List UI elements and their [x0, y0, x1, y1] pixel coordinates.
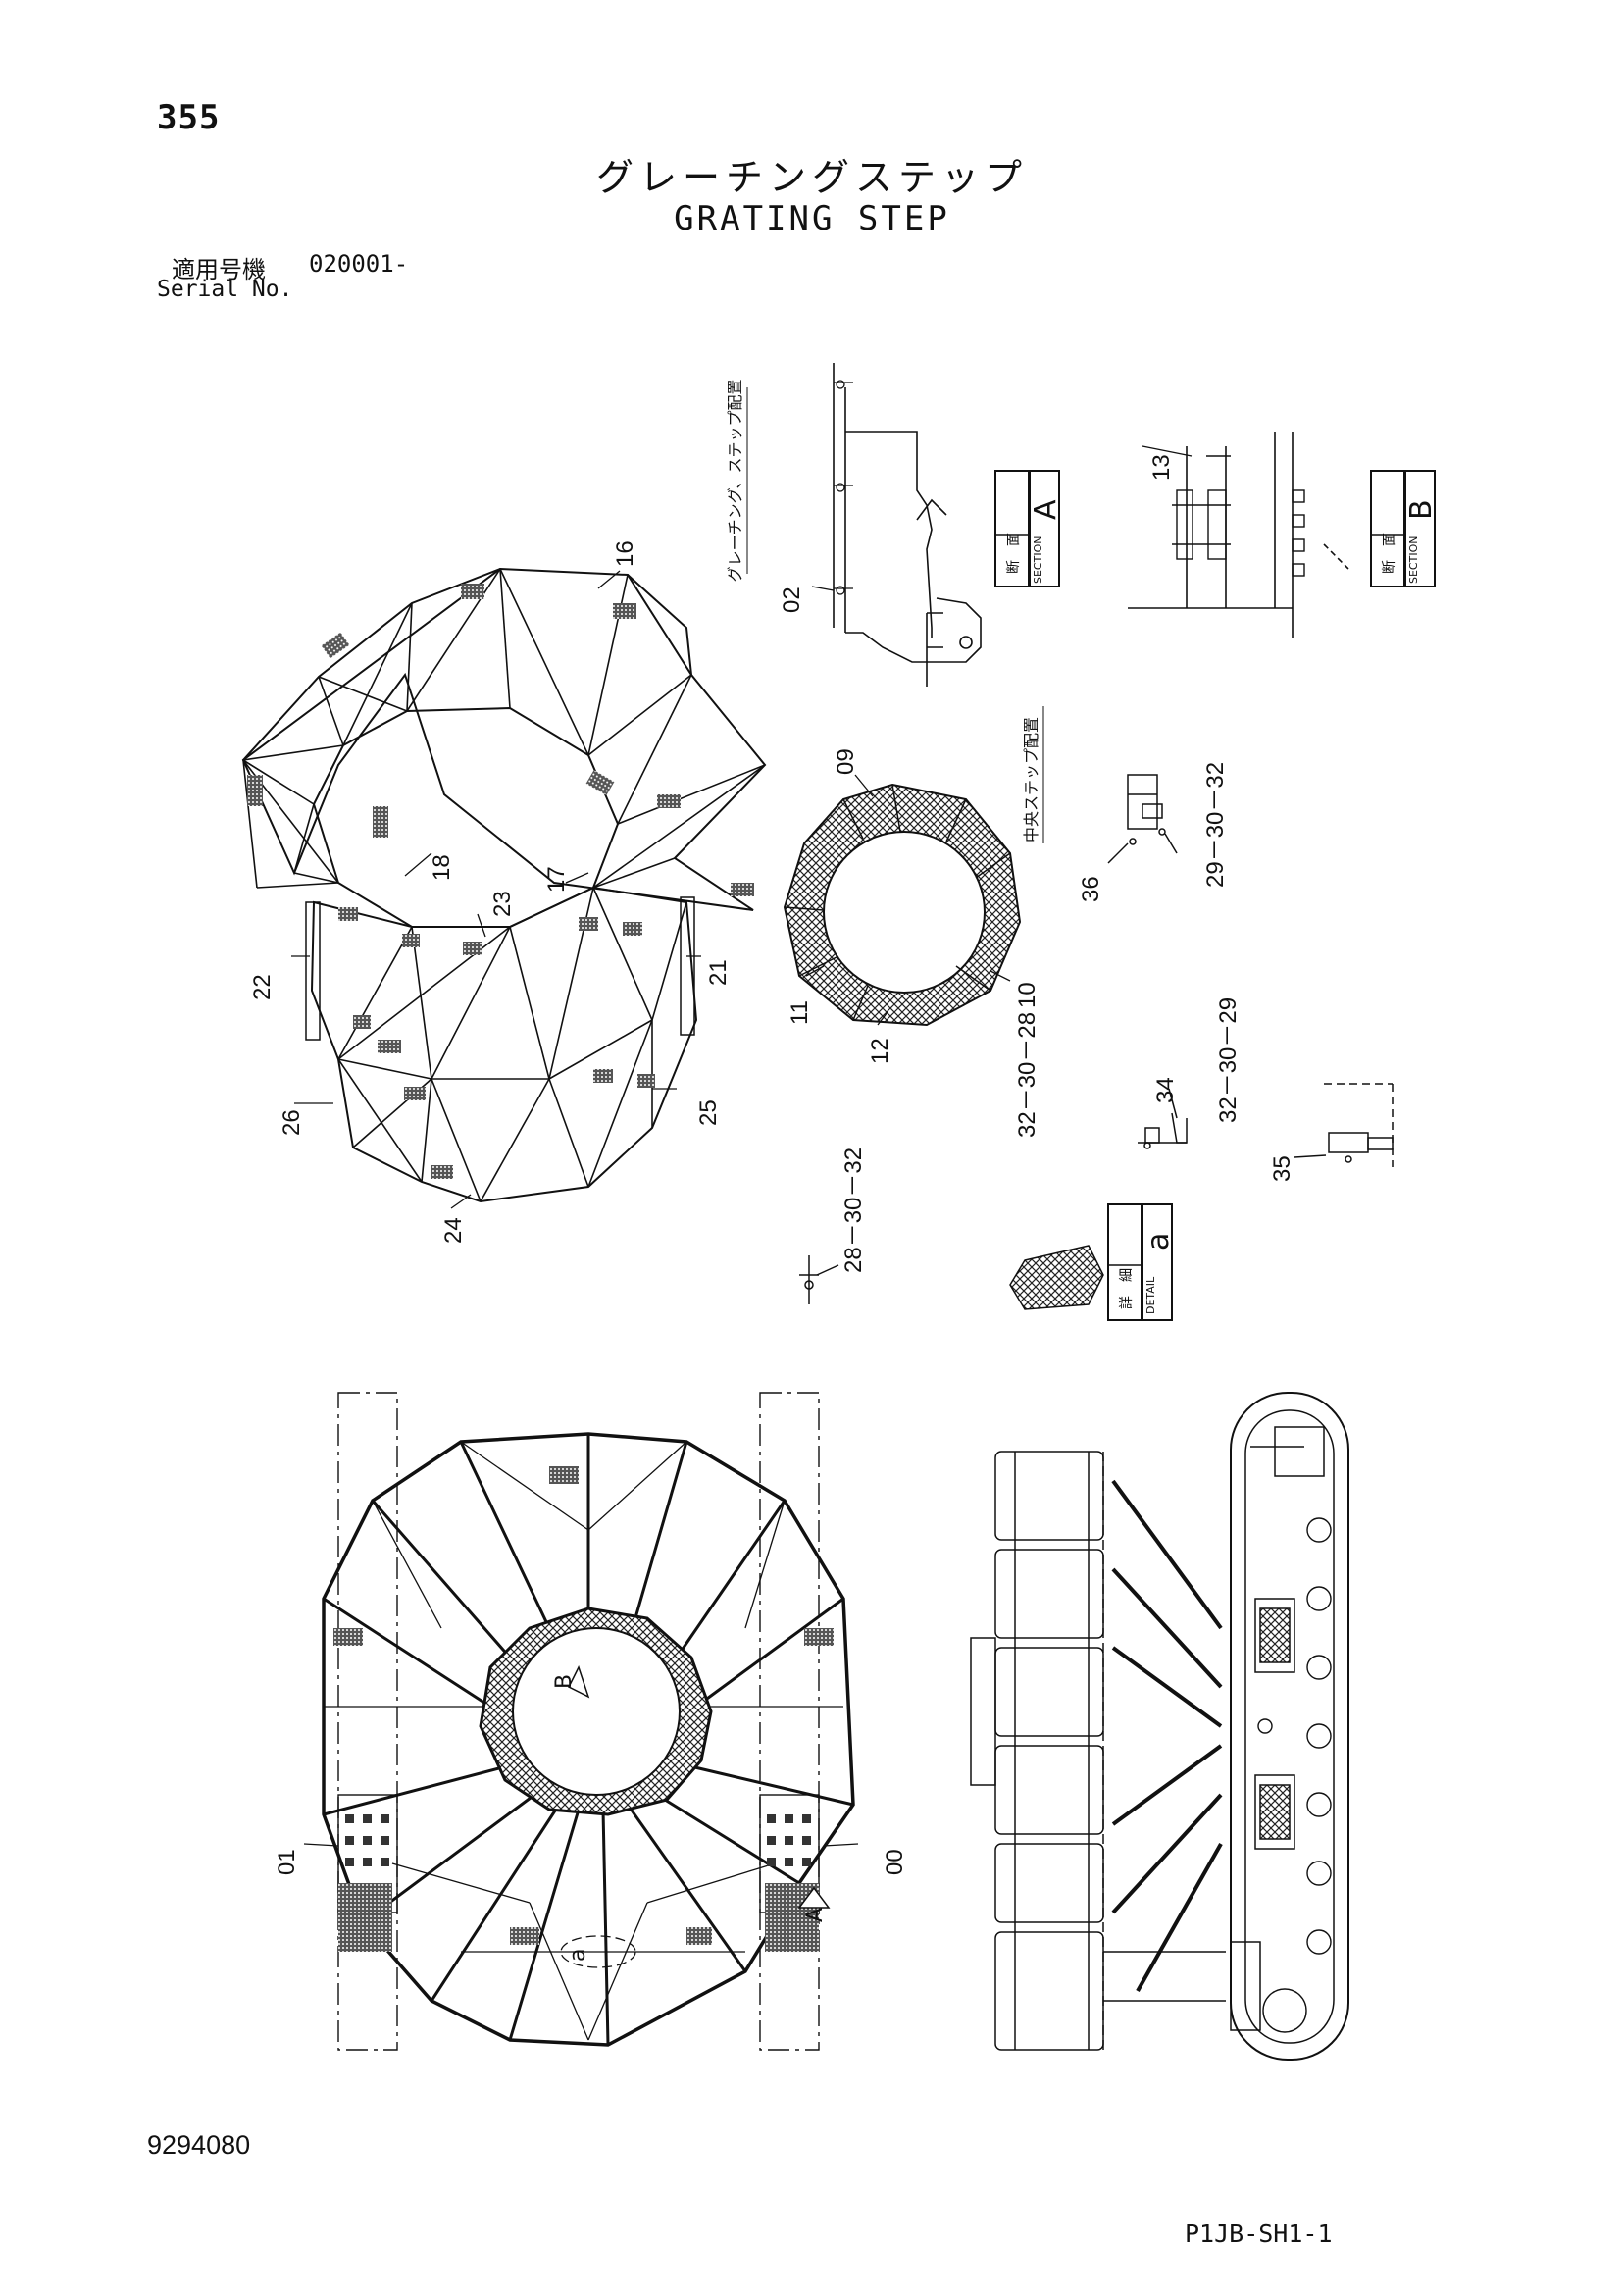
- page-number: 355: [157, 98, 221, 137]
- sheet-code: P1JB-SH1-1: [1185, 2219, 1333, 2248]
- lower-grating-outline: [310, 886, 698, 1203]
- center-step-ring: [783, 783, 1022, 1027]
- right-side-rail: [680, 896, 695, 1036]
- grating-layout-caption: グレーチング、ステップ配置: [726, 380, 744, 583]
- side-elevation-view: [970, 1392, 1349, 2061]
- detail-a-mesh-sample: [1009, 1245, 1104, 1310]
- callout-25: 25: [695, 1099, 722, 1126]
- callout-18: 18: [429, 854, 455, 881]
- step-detail-34: [1138, 1088, 1188, 1149]
- section-b-en: SECTION: [1407, 536, 1420, 584]
- left-side-rail: [305, 901, 321, 1041]
- detail-a-hardware: [799, 1255, 839, 1304]
- center-step-detail: [1107, 774, 1178, 864]
- callout-26: 26: [279, 1109, 305, 1136]
- callout-32-30-29: 32－30－29: [1215, 997, 1242, 1123]
- callout-36: 36: [1078, 876, 1104, 902]
- detail-a-letter: a: [1142, 1233, 1176, 1250]
- callout-34: 34: [1152, 1077, 1179, 1103]
- section-a-en-visible: SECTION: [1032, 536, 1044, 584]
- grating-layout-view: [241, 567, 767, 1203]
- detail-a-mark: a: [566, 1949, 590, 1962]
- serial-label-jp: 適用号機: [172, 256, 266, 283]
- callout-10: 10: [1014, 982, 1040, 1008]
- callout-32-30-28: 32－30－28: [1014, 1012, 1040, 1138]
- section-b-letter: B: [1404, 499, 1439, 520]
- section-b-jp: 断 面: [1382, 533, 1397, 574]
- callout-01: 01: [274, 1849, 300, 1875]
- callout-24: 24: [440, 1217, 467, 1244]
- center-step-caption: 中央ステップ配置: [1022, 717, 1040, 842]
- callout-02: 02: [779, 587, 805, 613]
- callout-12: 12: [867, 1038, 893, 1064]
- callout-labels: 16 18 23 17 22 21 26 25 24 02 13 09 10 1…: [249, 454, 1295, 1875]
- section-a-jp: 断 面: [1006, 533, 1022, 574]
- mesh-patches: [247, 584, 754, 1179]
- callout-13: 13: [1148, 454, 1175, 481]
- callout-17: 17: [543, 866, 570, 893]
- callout-22: 22: [249, 974, 276, 1000]
- callout-28-30-32: 28－30－32: [840, 1148, 867, 1273]
- step-detail-35: [1294, 1083, 1394, 1167]
- callout-09: 09: [833, 748, 859, 775]
- callout-11: 11: [787, 1000, 813, 1025]
- page-title-en: GRATING STEP: [674, 199, 950, 238]
- callout-23: 23: [489, 891, 516, 917]
- detail-a-label-box: 詳 細 a: [1107, 1203, 1176, 1321]
- section-a-view: [811, 363, 982, 687]
- section-b-mark: B: [552, 1674, 577, 1689]
- callout-29-30-32: 29－30－32: [1202, 762, 1229, 888]
- plan-view: [303, 1392, 859, 2051]
- serial-label-en: Serial No.: [157, 277, 293, 302]
- detail-a-jp: 詳 細: [1119, 1268, 1135, 1309]
- section-b-view: [1128, 432, 1349, 638]
- callout-35: 35: [1269, 1155, 1295, 1182]
- section-a-label-box: 断 面 A: [994, 470, 1063, 587]
- page-title-jp: グレーチングステップ: [595, 156, 1028, 199]
- upper-grating-frames: [242, 568, 766, 889]
- upper-inner-opening: [312, 706, 620, 928]
- callout-16: 16: [612, 540, 638, 567]
- callout-00: 00: [882, 1849, 908, 1875]
- section-a-letter: A: [1029, 499, 1063, 520]
- serial-value: 020001-: [309, 250, 409, 278]
- drawing-number: 9294080: [147, 2130, 251, 2160]
- section-b-label-box: 断 面 B: [1370, 470, 1439, 587]
- detail-a-en: DETAIL: [1144, 1276, 1157, 1314]
- callout-21: 21: [705, 959, 732, 986]
- upper-leaders: [291, 570, 701, 1209]
- ring-leaders: [805, 774, 1011, 1026]
- section-a-mark: A: [803, 1908, 828, 1922]
